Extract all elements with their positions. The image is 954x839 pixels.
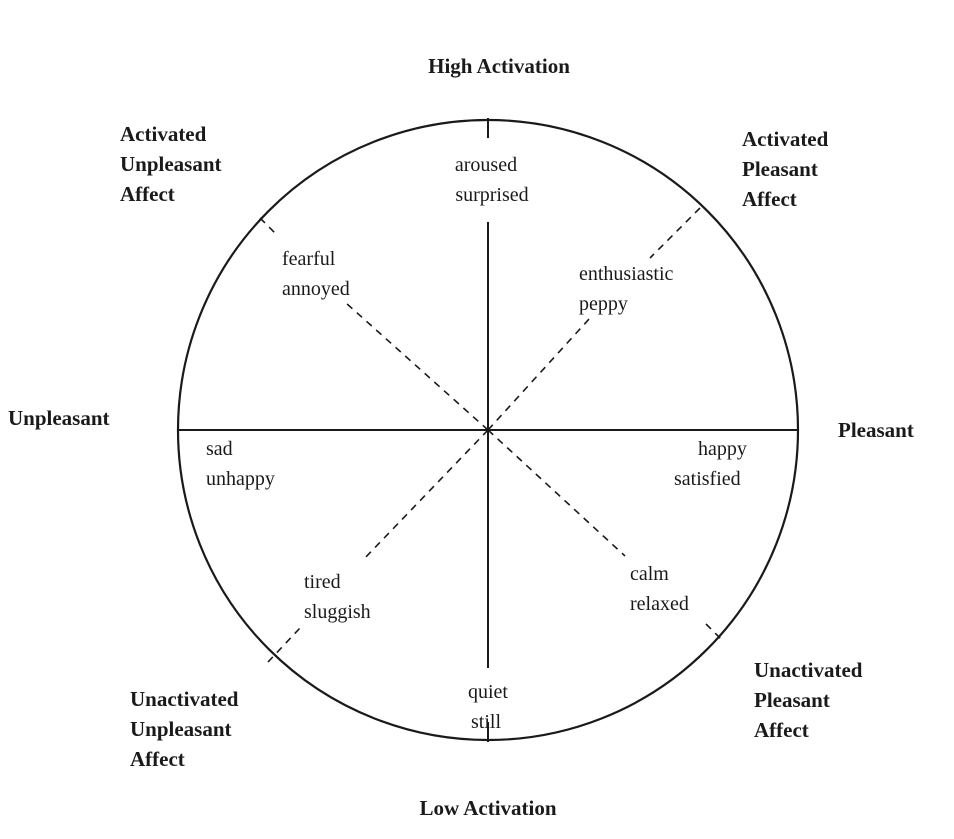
svg-text:still: still (471, 711, 501, 733)
axis-label-low-activation: Low Activation (419, 796, 556, 820)
svg-text:Activated: Activated (120, 122, 207, 146)
svg-text:Unactivated: Unactivated (130, 687, 239, 711)
svg-text:Activated: Activated (742, 127, 829, 151)
octant-label-activated-unpleasant: Activated Unpleasant Affect (120, 122, 222, 206)
svg-text:aroused: aroused (455, 154, 517, 176)
diagonal-upper-right (487, 317, 591, 431)
svg-text:tired: tired (304, 571, 341, 593)
axis-label-high-activation: High Activation (428, 54, 570, 78)
affect-terms-aroused-surprised: aroused surprised (455, 154, 529, 206)
octant-label-activated-pleasant: Activated Pleasant Affect (742, 127, 829, 211)
affect-terms-quiet-still: quiet still (468, 681, 508, 733)
octant-label-unactivated-pleasant: Unactivated Pleasant Affect (754, 658, 863, 742)
diagonal-tick-upper-right (649, 207, 701, 259)
affect-terms-fearful-annoyed: fearful annoyed (282, 248, 350, 300)
diagonal-tick-lower-left (267, 627, 301, 663)
svg-text:relaxed: relaxed (630, 593, 689, 615)
svg-text:Affect: Affect (742, 187, 797, 211)
diagonal-upper-left (345, 302, 489, 431)
svg-text:enthusiastic: enthusiastic (579, 263, 674, 285)
svg-text:happy: happy (698, 438, 747, 460)
octant-label-unactivated-unpleasant: Unactivated Unpleasant Affect (130, 687, 239, 771)
axis-label-pleasant: Pleasant (838, 418, 914, 442)
svg-text:Pleasant: Pleasant (754, 688, 830, 712)
diagonal-lower-left (362, 429, 489, 561)
svg-text:sad: sad (206, 438, 233, 460)
svg-text:Unpleasant: Unpleasant (120, 152, 222, 176)
svg-text:surprised: surprised (455, 184, 528, 206)
svg-text:quiet: quiet (468, 681, 508, 703)
affect-terms-calm-relaxed: calm relaxed (630, 563, 689, 615)
svg-text:peppy: peppy (579, 293, 628, 315)
diagonal-lower-right (487, 429, 626, 557)
affect-terms-tired-sluggish: tired sluggish (304, 571, 371, 623)
affect-terms-happy-satisfied: happy satisfied (674, 438, 747, 490)
svg-text:calm: calm (630, 563, 669, 585)
svg-text:fearful: fearful (282, 248, 336, 270)
diagonal-tick-lower-right (705, 623, 723, 641)
affect-terms-enthusiastic-peppy: enthusiastic peppy (579, 263, 674, 315)
svg-text:Unpleasant: Unpleasant (130, 717, 232, 741)
affect-terms-sad-unhappy: sad unhappy (206, 438, 275, 490)
svg-text:Affect: Affect (754, 718, 809, 742)
axis-label-unpleasant: Unpleasant (8, 406, 110, 430)
svg-text:satisfied: satisfied (674, 468, 741, 490)
svg-text:unhappy: unhappy (206, 468, 275, 490)
diagonal-tick-upper-left (259, 217, 277, 235)
svg-text:sluggish: sluggish (304, 601, 371, 623)
svg-text:Affect: Affect (130, 747, 185, 771)
svg-text:Pleasant: Pleasant (742, 157, 818, 181)
svg-text:annoyed: annoyed (282, 278, 350, 300)
svg-text:Unactivated: Unactivated (754, 658, 863, 682)
svg-text:Affect: Affect (120, 182, 175, 206)
